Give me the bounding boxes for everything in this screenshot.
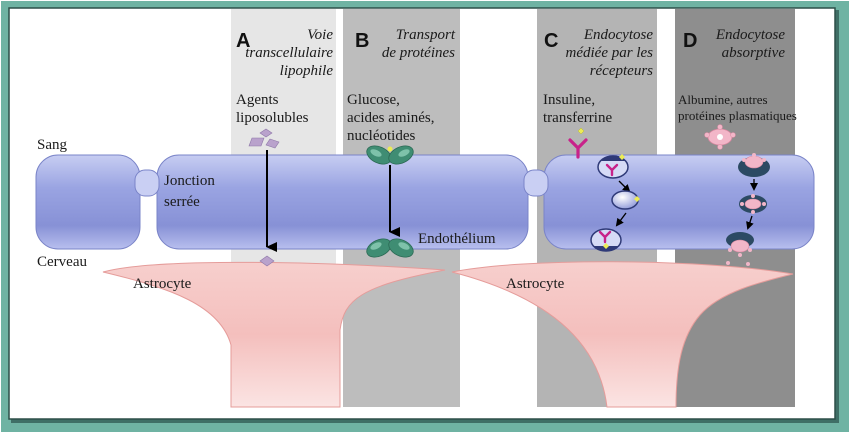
tight-junction-right: [523, 169, 549, 197]
transporter-top-icon: [366, 145, 414, 165]
panel-d-letter: D: [683, 30, 697, 52]
tight-junction-left: [134, 169, 160, 197]
panel-b-molecule-3: nucléotides: [347, 128, 415, 144]
panel-d-molecule-1: Albumine, autres: [678, 92, 768, 107]
vesicle-receptor-bottom-icon: [590, 228, 622, 252]
vesicle-albumin-middle-icon: [739, 194, 767, 214]
vesicle-albumin-bottom-icon: [726, 232, 754, 266]
panel-c-molecule-1: Insuline,: [543, 92, 595, 108]
brain-label: Cerveau: [37, 254, 87, 270]
panel-c-letter: C: [544, 30, 558, 52]
arrow-c-2: [615, 212, 627, 227]
panel-b-title-1: Transport: [396, 27, 456, 43]
panel-b-molecule-1: Glucose,: [347, 92, 400, 108]
albumin-icon: [704, 124, 736, 150]
panel-c-molecule-2: transferrine: [543, 110, 612, 126]
panel-b-molecule-2: acides aminés,: [347, 110, 434, 126]
lipid-molecule-icon: [259, 255, 275, 267]
astrocyte-right-label: Astrocyte: [506, 276, 565, 292]
receptor-ligand-icon: [568, 127, 588, 159]
blood-label: Sang: [37, 137, 68, 153]
panel-d-title-1: Endocytose: [715, 27, 785, 43]
astrocyte-left-label: Astrocyte: [133, 276, 192, 292]
panel-b-title-2: de protéines: [382, 45, 455, 61]
panel-a-molecule-2: liposolubles: [236, 110, 309, 126]
panel-c-title-3: récepteurs: [590, 63, 653, 79]
panel-a-letter: A: [236, 30, 250, 52]
panel-a-title-2: transcellulaire: [245, 45, 333, 61]
endothelium-label: Endothélium: [418, 231, 496, 247]
lipid-molecules-icon: [248, 128, 280, 149]
transporter-bottom-icon: [366, 238, 414, 258]
astrocyte-left: [102, 261, 446, 408]
tight-junction-label-2: serrée: [164, 194, 200, 210]
arrow-c-1: [618, 180, 631, 193]
panel-d-molecule-2: protéines plasmatiques: [678, 108, 797, 123]
tight-junction-label-1: Jonction: [164, 173, 215, 189]
astrocyte-right: [451, 261, 794, 408]
vesicle-albumin-top-icon: [738, 153, 770, 177]
arrow-d-2: [746, 215, 754, 230]
endothelial-cell-middle: [156, 154, 529, 250]
endothelial-cell-right: [543, 154, 815, 250]
panel-a-title-3: lipophile: [280, 63, 334, 79]
panel-a-molecule-1: Agents: [236, 92, 279, 108]
vesicle-receptor-top-icon: [597, 154, 629, 179]
panel-d-title-2: absorptive: [722, 45, 786, 61]
panel-c-title-2: médiée par les: [566, 45, 654, 61]
panel-c-title-1: Endocytose: [583, 27, 653, 43]
panel-a-title-1: Voie: [307, 27, 333, 43]
endothelial-cell-left: [35, 154, 141, 250]
panel-b-letter: B: [355, 30, 369, 52]
vesicle-middle-icon: [611, 190, 640, 210]
